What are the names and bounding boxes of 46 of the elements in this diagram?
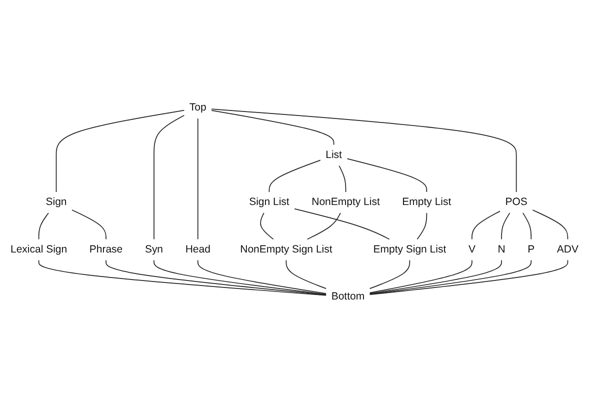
connector <box>294 208 390 240</box>
connector <box>369 260 502 294</box>
connector <box>416 212 428 240</box>
connector <box>338 165 346 192</box>
node-text: Sign List <box>249 196 290 208</box>
connector <box>72 210 106 240</box>
node-text: Phrase <box>89 244 123 255</box>
connector <box>369 260 568 296</box>
node-text: V <box>468 244 476 255</box>
node-text: Empty Sign List <box>373 244 446 255</box>
connector <box>106 260 326 296</box>
connector <box>197 118 198 240</box>
node-text: N <box>498 244 506 255</box>
node-text: Empty List <box>402 196 452 208</box>
connector <box>286 260 326 290</box>
connector <box>472 210 500 240</box>
node-text: List <box>326 149 342 161</box>
connector <box>306 212 341 240</box>
connector <box>154 115 185 240</box>
connector <box>38 212 49 240</box>
connector <box>197 260 326 294</box>
node-text: Sign <box>46 196 67 208</box>
connector <box>346 158 428 192</box>
node-text: POS <box>505 196 528 208</box>
node-text: NonEmpty List <box>312 196 380 208</box>
connector <box>211 110 334 146</box>
node-text: Bottom <box>331 291 365 302</box>
node-text: Head <box>185 244 210 255</box>
node-text: ADV <box>556 244 579 255</box>
connector <box>522 212 532 240</box>
node-text: Top <box>189 102 206 114</box>
connector <box>38 260 326 296</box>
node-text: Syn <box>144 244 164 255</box>
connector <box>501 212 510 240</box>
connector <box>532 210 568 240</box>
connector <box>56 110 185 192</box>
connector <box>369 260 410 290</box>
node-text: P <box>528 244 535 255</box>
connector <box>369 260 532 295</box>
node-text: NonEmpty Sign List <box>240 244 332 255</box>
connector <box>211 108 517 192</box>
connector <box>260 212 274 240</box>
node-text: Lexical Sign <box>10 244 68 255</box>
connector <box>154 260 326 295</box>
connector <box>268 160 321 192</box>
connector <box>369 260 472 294</box>
